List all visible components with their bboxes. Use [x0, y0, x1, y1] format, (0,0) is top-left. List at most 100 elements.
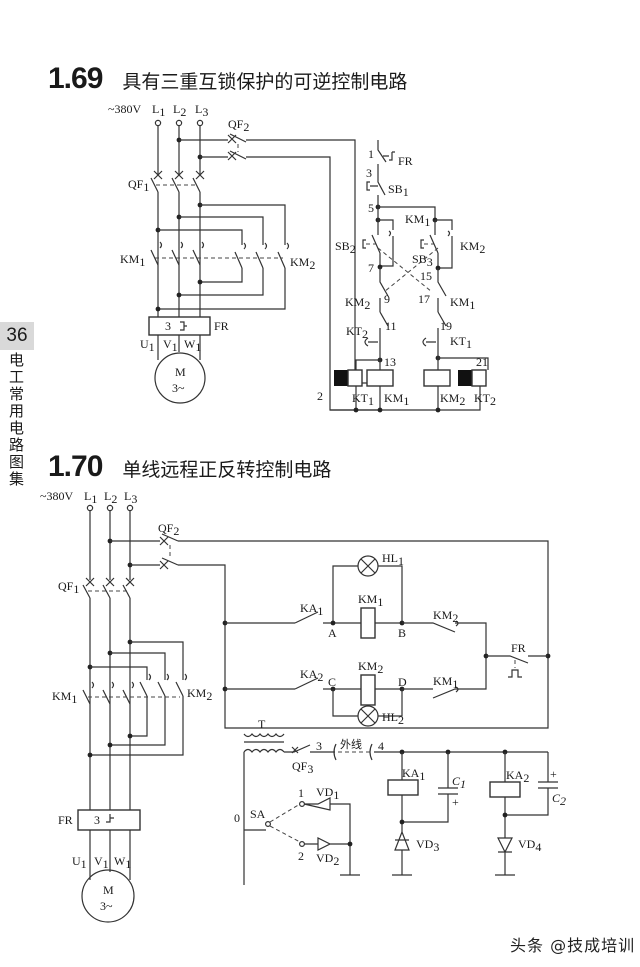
- fr-thermal-relay: [77, 809, 141, 831]
- l2-label: L2: [173, 102, 186, 119]
- qf2-switch-upper: [159, 533, 549, 729]
- section-title: 单线远程正反转控制电路: [122, 459, 332, 481]
- terminal-l1: [154, 119, 162, 127]
- u1-label: U1: [140, 337, 155, 354]
- coil-km2-label: KM2: [440, 391, 465, 408]
- svg-text:0: 0: [234, 811, 240, 825]
- section-number: 1.70: [48, 450, 103, 483]
- hl1-label: HL1: [382, 551, 404, 568]
- lamp-icon: [360, 558, 376, 574]
- sb1-stop-button: [377, 164, 386, 205]
- vd3-diode: [392, 830, 412, 876]
- motor: [81, 869, 135, 923]
- watermark: 头条 @技成培训: [510, 936, 636, 955]
- hl2-lamp: [357, 705, 379, 727]
- svg-text:17: 17: [418, 292, 430, 306]
- kt2-timer-coil-block: [458, 370, 472, 386]
- node-a: A: [328, 626, 337, 640]
- svg-text:9: 9: [384, 292, 390, 306]
- c-km1-b-label: KM1: [450, 295, 475, 312]
- ka1-label: KA1: [402, 766, 425, 783]
- km2-main-contacts: [90, 673, 188, 756]
- qf1-label: QF1: [58, 579, 79, 596]
- svg-text:U1: U1: [72, 854, 87, 871]
- cross-interlock-dashes: [377, 247, 439, 293]
- ka1-relay-coil: [387, 779, 419, 796]
- coil-km1-label: KM1: [358, 592, 383, 609]
- v1-label: V1: [163, 337, 178, 354]
- coil-km1-label: KM1: [384, 391, 409, 408]
- w1-label: W1: [184, 337, 201, 354]
- fr-contact-icon: [383, 151, 395, 161]
- ka2-label: KA2: [506, 768, 529, 785]
- lamp-icon: [360, 708, 376, 724]
- km2-main-contacts: [158, 242, 290, 310]
- diagram-1-69-power: ~380V L1 L2 L3 QF2 QF1 KM1 KM2: [108, 102, 378, 411]
- km1-coil: [366, 369, 394, 387]
- book-title: 电工常用电路图集: [9, 351, 25, 488]
- svg-text:2: 2: [317, 389, 323, 403]
- coil-km2-label: KM2: [358, 659, 383, 676]
- kt1-timer-coil: [347, 369, 363, 387]
- diagram-1-70-power: ~380V L1 L2 L3 QF2 QF1 KM1 KM2: [40, 489, 549, 923]
- km2-hold-contact: [447, 230, 453, 252]
- l1-label: L1: [152, 102, 165, 119]
- vd2-diode: [304, 837, 350, 851]
- sb1-label: SB1: [388, 182, 409, 199]
- coil-kt2-label: KT2: [474, 391, 496, 408]
- svg-text:19: 19: [440, 319, 452, 333]
- vd2-label: VD2: [316, 851, 339, 868]
- fr-label: FR: [214, 319, 229, 333]
- thermal-element-icon: [106, 814, 114, 823]
- qf1-label: QF1: [128, 177, 149, 194]
- qf2-label: QF2: [158, 521, 179, 538]
- svg-text:L3: L3: [124, 489, 137, 506]
- c2-plus: +: [550, 767, 557, 781]
- ka2-relay-coil: [489, 781, 521, 798]
- svg-text:15: 15: [420, 269, 432, 283]
- l3-label: L3: [195, 102, 208, 119]
- sb3-label: SB3: [412, 252, 433, 269]
- kt2-timer-contact: [364, 337, 378, 347]
- il-km2-label: KM2: [433, 608, 458, 625]
- sa-label: SA: [250, 807, 266, 821]
- coil-kt1-label: KT1: [352, 391, 374, 408]
- page-number: 36: [0, 322, 34, 350]
- kt1-timer-coil-block: [334, 370, 348, 386]
- sb2-label: SB2: [335, 239, 356, 256]
- ka1-contact-label: KA1: [300, 601, 323, 618]
- qf2-label: QF2: [228, 117, 249, 134]
- hl1-lamp: [357, 555, 379, 577]
- svg-text:11: 11: [385, 319, 397, 333]
- svg-text:5: 5: [368, 201, 374, 215]
- motor-label: M: [175, 365, 186, 379]
- motor-phase: 3~: [172, 381, 185, 395]
- ka2-contact-label: KA2: [300, 667, 323, 684]
- qf2-switch-lower: [159, 557, 226, 625]
- km1-coil: [360, 607, 376, 639]
- svg-text:V1: V1: [94, 854, 109, 871]
- transformer-primary: [243, 733, 285, 738]
- svg-text:7: 7: [368, 261, 374, 275]
- vd1-label: VD1: [316, 785, 339, 802]
- external-line-label: 外线: [340, 737, 362, 751]
- km2-coil: [423, 369, 451, 387]
- node-d: D: [398, 675, 407, 689]
- svg-text:21: 21: [476, 355, 488, 369]
- thermal-element-icon: [508, 669, 522, 678]
- section-heading-1-70: 1.70 单线远程正反转控制电路: [48, 450, 331, 484]
- km1-label: KM1: [120, 252, 145, 269]
- vd3-label: VD3: [416, 837, 439, 854]
- section-title: 具有三重互锁保护的可逆控制电路: [122, 71, 408, 93]
- section-heading-1-69: 1.69 具有三重互锁保护的可逆控制电路: [48, 62, 407, 96]
- ctl-fr-label: FR: [511, 641, 526, 655]
- fr-poles: 3: [165, 319, 171, 333]
- motor-label: M: [103, 883, 114, 897]
- svg-text:4: 4: [378, 739, 384, 753]
- svg-text:3: 3: [316, 739, 322, 753]
- svg-text:L1: L1: [84, 489, 97, 506]
- c-km1-a-label: KM1: [405, 212, 430, 229]
- transformer-secondary: [243, 748, 285, 753]
- kt2-timer-coil: [471, 369, 487, 387]
